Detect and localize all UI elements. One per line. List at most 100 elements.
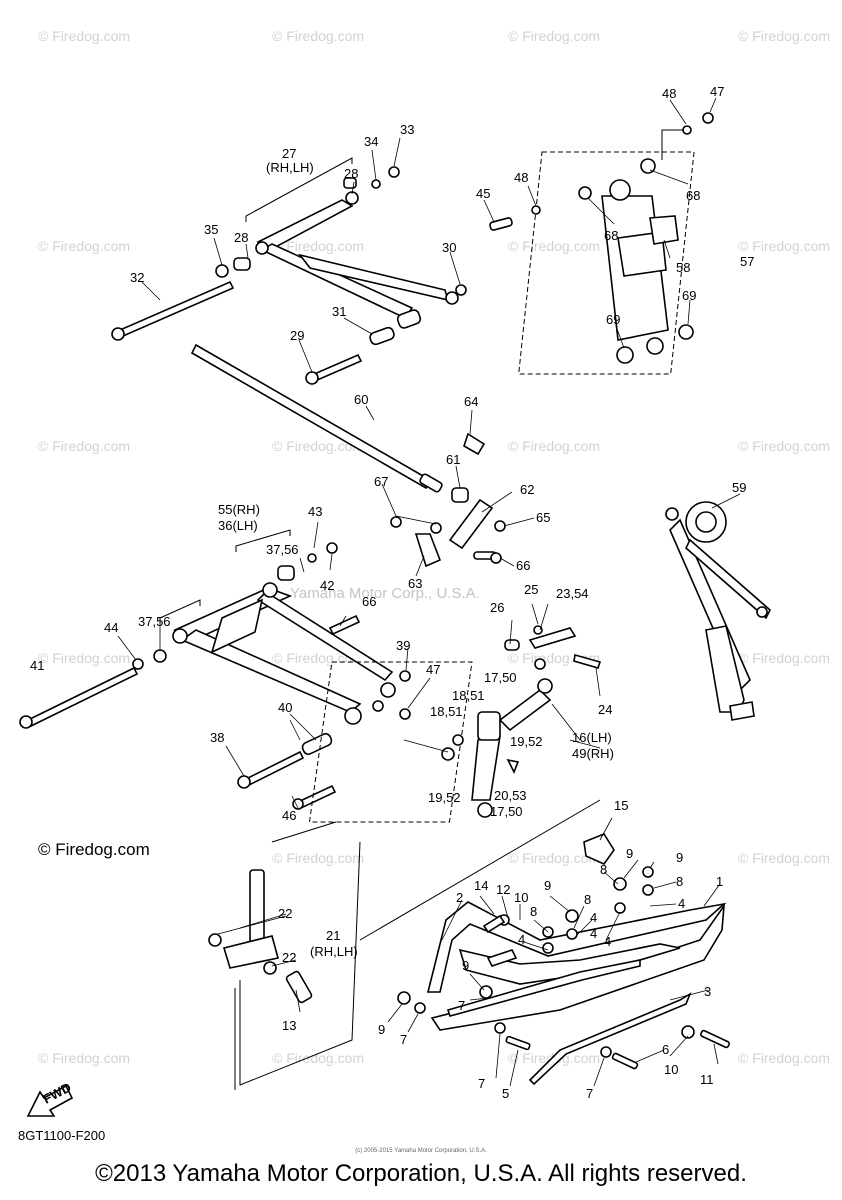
part-label: 61 [446, 452, 460, 467]
part-label: 7 [458, 998, 465, 1013]
steering-spindle [208, 821, 361, 1090]
watermark: © Firedog.com [738, 238, 831, 254]
watermark: © Firedog.com [272, 850, 365, 866]
part-label: 46 [282, 808, 296, 823]
part-label: 5 [502, 1086, 509, 1101]
part-label: 8 [676, 874, 683, 889]
part-label: 19,52 [428, 790, 461, 805]
forward-arrow-icon: FWD [26, 1080, 74, 1117]
part-label: 48 [514, 170, 528, 185]
part-label: 36(LH) [218, 518, 258, 533]
part-label: 15 [614, 798, 628, 813]
part-label: 31 [332, 304, 346, 319]
part-label: 44 [104, 620, 118, 635]
part-label: 27 [282, 146, 296, 161]
part-label: 16(LH) [572, 730, 612, 745]
watermark: © Firedog.com [738, 850, 831, 866]
diagram-code: 8GT1100-F200 [18, 1128, 106, 1143]
part-number-labels: 27 (RH,LH) 28 28 34 33 35 30 32 31 29 48… [30, 84, 754, 1101]
part-label: 55(RH) [218, 502, 260, 517]
part-label: 7 [478, 1076, 485, 1091]
part-label: 9 [462, 958, 469, 973]
part-label: 58 [676, 260, 690, 275]
part-label: 62 [520, 482, 534, 497]
part-label: 29 [290, 328, 304, 343]
part-label: 34 [364, 134, 378, 149]
watermark: © Firedog.com [738, 438, 831, 454]
part-label: 25 [524, 582, 538, 597]
part-label: 6 [662, 1042, 669, 1057]
part-label: 23,54 [556, 586, 589, 601]
part-label: 66 [516, 558, 530, 573]
ski-assembly [359, 799, 731, 1086]
part-label: (RH,LH) [310, 944, 358, 959]
part-label: 9 [676, 850, 683, 865]
part-label: 59 [732, 480, 746, 495]
part-label: 68 [686, 188, 700, 203]
part-label: 20,53 [494, 788, 527, 803]
part-label: 66 [362, 594, 376, 609]
watermark: © Firedog.com [38, 650, 131, 666]
part-label: 60 [354, 392, 368, 407]
part-label: 7 [586, 1086, 593, 1101]
part-label: 64 [464, 394, 478, 409]
firedog-mark: © Firedog.com [38, 840, 150, 859]
part-label: 37,56 [138, 614, 171, 629]
lower-a-arm [19, 529, 411, 810]
part-label: 28 [344, 166, 358, 181]
part-label: 67 [374, 474, 388, 489]
watermark: © Firedog.com [738, 1050, 831, 1066]
part-label: 12 [496, 882, 510, 897]
tiny-credit: (c) 2005-2015 Yamaha Motor Corporation, … [355, 1148, 487, 1154]
part-label: 40 [278, 700, 292, 715]
part-label: 35 [204, 222, 218, 237]
watermark: © Firedog.com [508, 850, 601, 866]
part-label: 17,50 [490, 804, 523, 819]
part-label: 9 [626, 846, 633, 861]
part-label: 14 [474, 878, 488, 893]
part-label: 69 [682, 288, 696, 303]
part-label: 32 [130, 270, 144, 285]
part-label: 19,52 [510, 734, 543, 749]
watermark: © Firedog.com [508, 28, 601, 44]
part-label: 22 [278, 906, 292, 921]
part-label: 21 [326, 928, 340, 943]
part-label: 4 [518, 932, 525, 947]
part-label: 45 [476, 186, 490, 201]
leader-lines [117, 97, 741, 1087]
part-label: 4 [590, 910, 597, 925]
tie-rod [190, 343, 443, 493]
watermark: © Firedog.com [738, 650, 831, 666]
part-label: 9 [544, 878, 551, 893]
part-label: 68 [604, 228, 618, 243]
part-label: 57 [740, 254, 754, 269]
part-label: 18,51 [430, 704, 463, 719]
copyright-footer: ©2013 Yamaha Motor Corporation, U.S.A. A… [95, 1160, 747, 1187]
part-label: 8 [600, 862, 607, 877]
part-label: 7 [400, 1032, 407, 1047]
part-label: 33 [400, 122, 414, 137]
part-label: 39 [396, 638, 410, 653]
part-label: 47 [710, 84, 724, 99]
part-label: 13 [282, 1018, 296, 1033]
part-label: 4 [604, 934, 611, 949]
part-label: 17,50 [484, 670, 517, 685]
shock-absorber [489, 112, 714, 375]
part-label: 2 [456, 890, 463, 905]
part-label: 4 [590, 926, 597, 941]
watermark: © Firedog.com [38, 238, 131, 254]
part-label: 10 [664, 1062, 678, 1077]
part-label: 41 [30, 658, 44, 673]
watermark: © Firedog.com [738, 28, 831, 44]
watermark: © Firedog.com [38, 1050, 131, 1066]
part-label: 38 [210, 730, 224, 745]
watermark: © Firedog.com [508, 438, 601, 454]
part-label: 37,56 [266, 542, 299, 557]
steering-arm-assembly [308, 625, 602, 823]
part-label: 3 [704, 984, 711, 999]
part-label: 26 [490, 600, 504, 615]
part-label: 4 [678, 896, 685, 911]
part-label: 63 [408, 576, 422, 591]
watermark-yamaha: Yamaha Motor Corp., U.S.A. [290, 585, 480, 602]
